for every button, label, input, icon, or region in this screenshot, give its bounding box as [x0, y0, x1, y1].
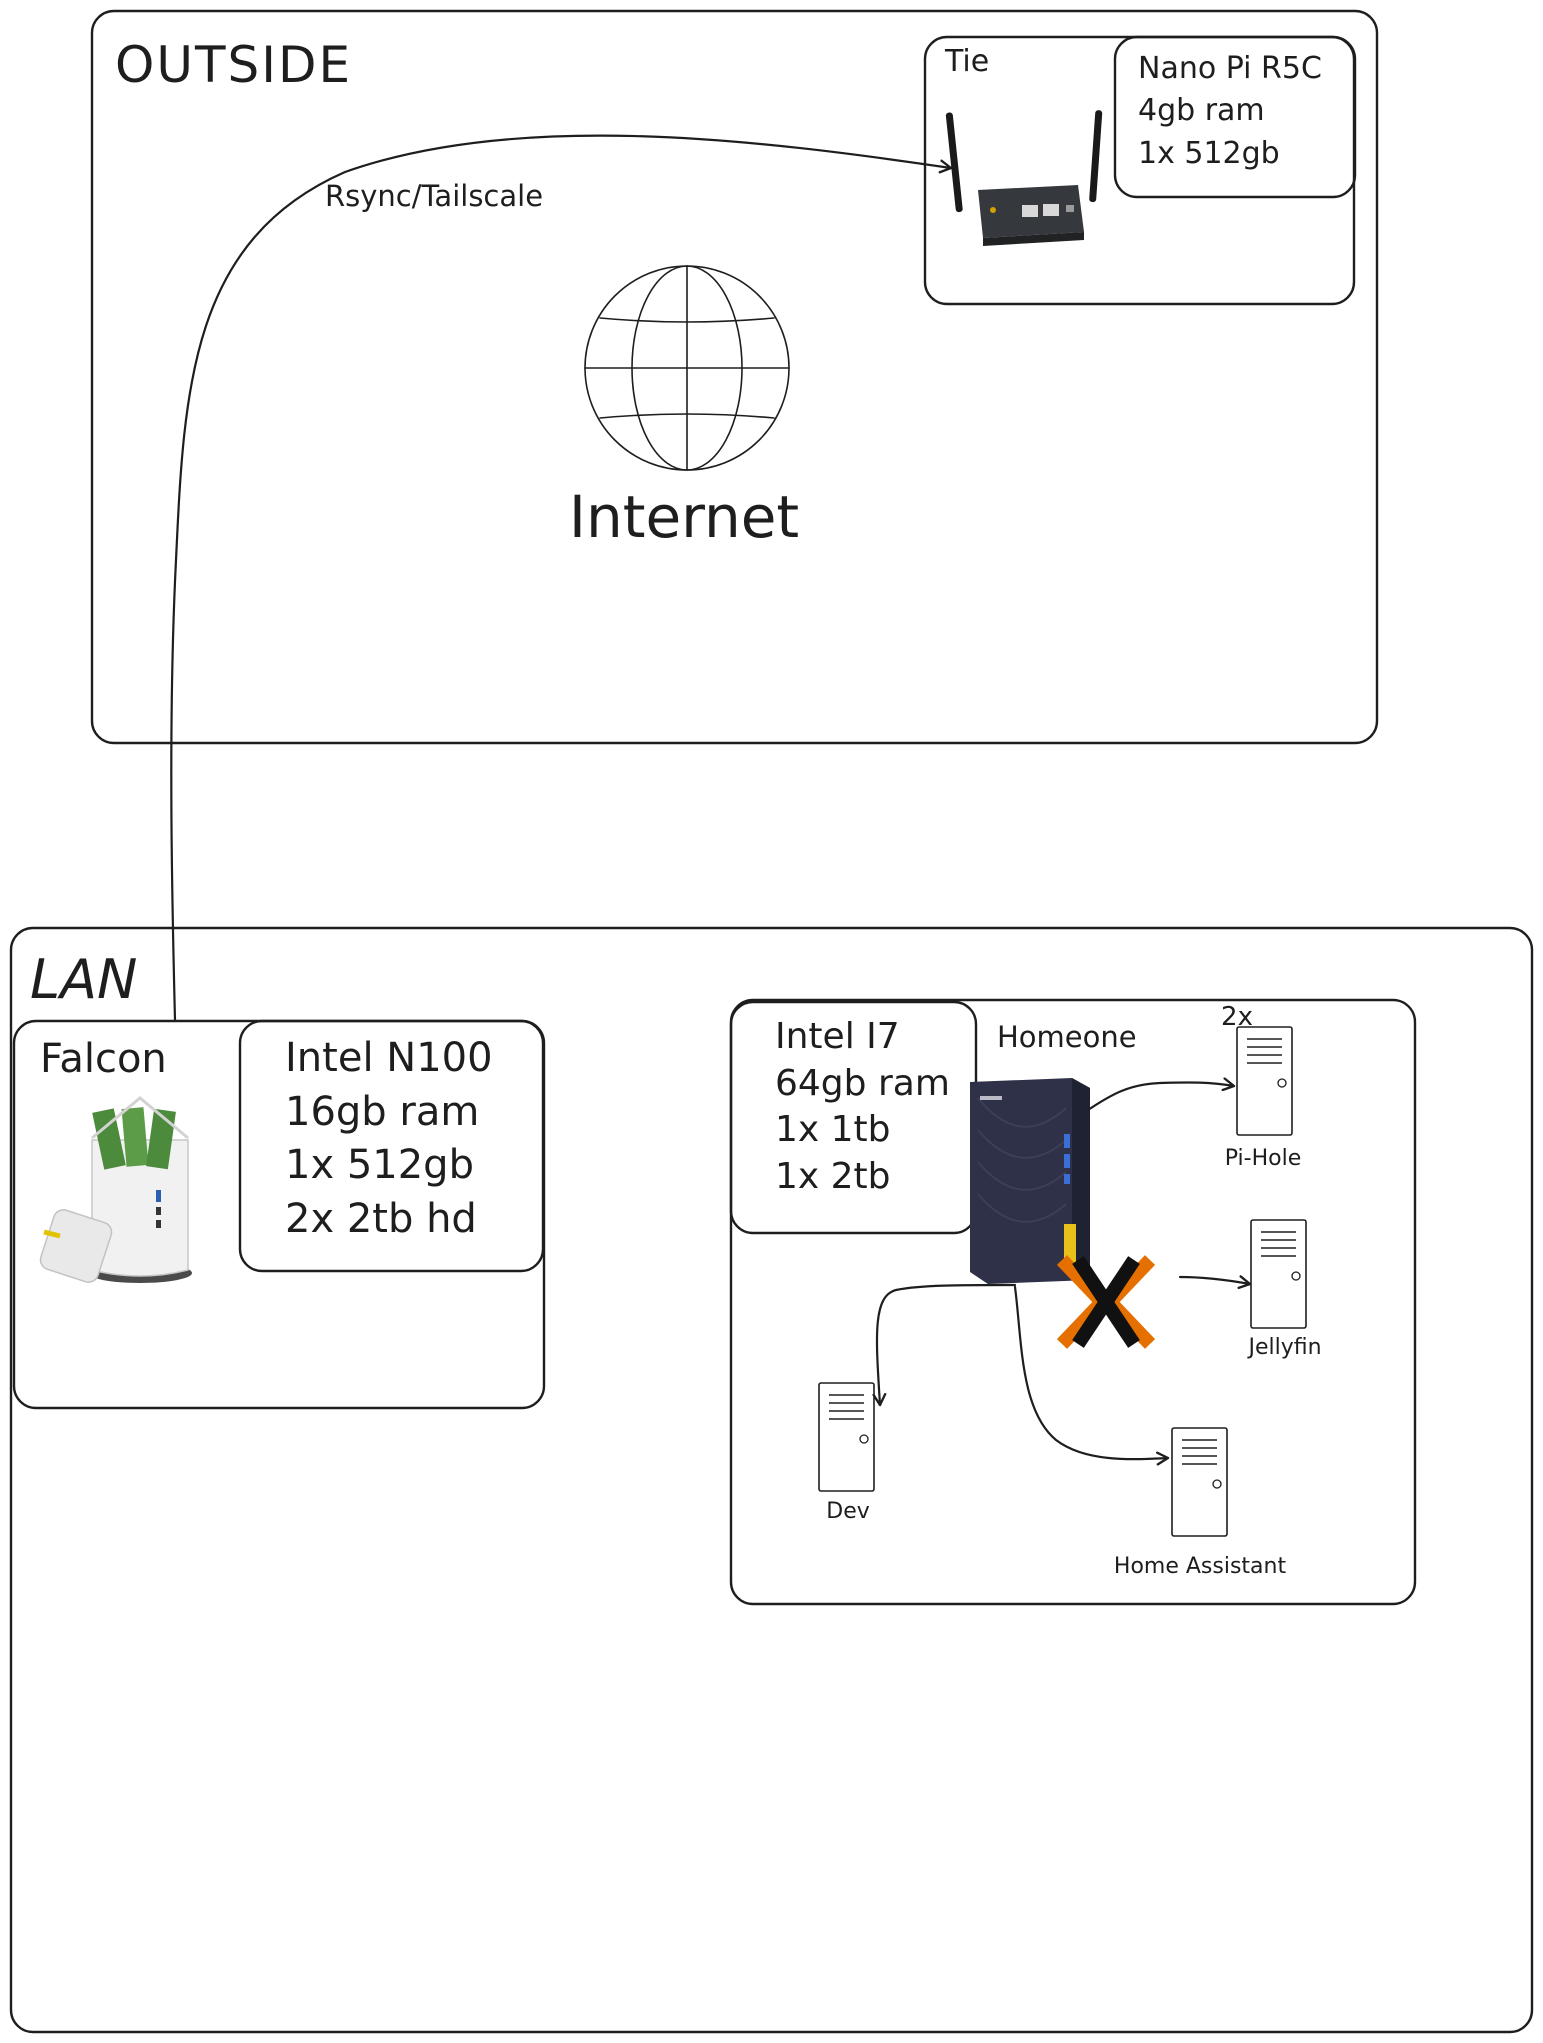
homeone-to-home-assistant-arrow	[1013, 1285, 1170, 1466]
falcon-spec-card	[238, 1019, 545, 1273]
lan-zone: LAN Falcon Intel N100 16gb ram 1x 512gb …	[9, 926, 1534, 2034]
lan-frame	[9, 926, 1534, 2034]
nas-device-icon	[39, 1096, 192, 1283]
jellyfin-label: Jellyfin	[1246, 1335, 1321, 1360]
falcon-spec-ram: 16gb ram	[285, 1089, 479, 1135]
jellyfin-server-icon	[1250, 1219, 1307, 1329]
homeone-title: Homeone	[997, 1020, 1137, 1054]
tie-node: Tie Nano Pi R5C 4gb ram 1x 512gb	[923, 35, 1357, 306]
homeone-node: Intel I7 64gb ram 1x 1tb 1x 2tb Homeone	[729, 998, 1417, 1606]
mini-pc-icon	[970, 1078, 1090, 1284]
tie-spec-ram: 4gb ram	[1138, 93, 1265, 128]
falcon-title: Falcon	[40, 1036, 167, 1082]
outside-frame	[90, 9, 1379, 745]
dev-label: Dev	[826, 1499, 870, 1524]
rsync-tailscale-label: Rsync/Tailscale	[325, 179, 543, 213]
home-assistant-label: Home Assistant	[1114, 1554, 1287, 1579]
home-assistant-server-icon	[1171, 1427, 1228, 1537]
falcon-spec-cpu: Intel N100	[285, 1035, 493, 1081]
homeone-spec-hdd: 1x 2tb	[775, 1156, 891, 1197]
internet-label: Internet	[569, 483, 799, 551]
homeone-spec-cpu: Intel I7	[775, 1016, 900, 1057]
falcon-spec-ssd: 1x 512gb	[285, 1142, 474, 1188]
outside-zone: OUTSIDE Tie Nano Pi R5C 4gb ram 1x 512gb	[90, 9, 1379, 745]
rsync-tailscale-connector	[170, 134, 953, 1022]
lan-title: LAN	[30, 948, 137, 1011]
homeone-to-dev-arrow	[872, 1283, 1017, 1407]
pihole-server-icon	[1236, 1026, 1293, 1136]
homeone-spec-ssd: 1x 1tb	[775, 1109, 891, 1150]
router-icon	[945, 110, 1103, 246]
tie-spec-card	[1113, 35, 1357, 199]
globe-icon	[584, 265, 790, 471]
falcon-spec-hdd: 2x 2tb hd	[285, 1196, 477, 1242]
outside-title: OUTSIDE	[115, 36, 352, 94]
tie-title: Tie	[944, 44, 989, 79]
dev-server-icon	[818, 1382, 875, 1492]
proxmox-logo-icon	[1056, 1255, 1156, 1349]
homeone-frame	[729, 998, 1417, 1606]
homeone-spec-ram: 64gb ram	[775, 1063, 950, 1104]
falcon-node: Falcon Intel N100 16gb ram 1x 512gb 2x 2…	[12, 1019, 546, 1410]
tie-spec-storage: 1x 512gb	[1138, 136, 1280, 171]
homeone-to-pihole-arrow	[1086, 1077, 1236, 1112]
homeone-to-jellyfin-arrow	[1178, 1275, 1252, 1290]
pihole-count: 2x	[1221, 1002, 1253, 1032]
pihole-label: Pi-Hole	[1225, 1146, 1301, 1171]
tie-spec-cpu: Nano Pi R5C	[1138, 51, 1322, 86]
